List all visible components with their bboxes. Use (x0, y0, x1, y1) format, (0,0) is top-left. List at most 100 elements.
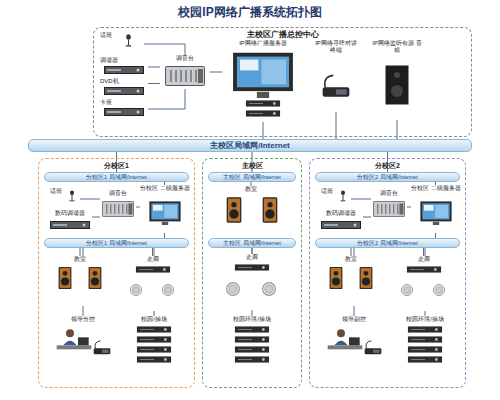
server-icon (246, 100, 280, 106)
mixer-icon (166, 67, 205, 86)
area-node: 教室 (212, 186, 290, 234)
branch-campus-icons (402, 285, 413, 296)
server-icon (246, 110, 280, 116)
branch-campus-icons (149, 201, 180, 225)
branch-campus-icons (136, 266, 170, 272)
branch-campus-icons (322, 190, 452, 362)
area-node: 校园/操场 (120, 316, 188, 378)
node-label: 话筒 (50, 188, 80, 195)
area-node: 教室 (321, 256, 381, 306)
mixer-icon (166, 67, 205, 86)
node-label: 校园环境/操场 (391, 316, 459, 323)
connector-line (148, 67, 160, 68)
monitor-speaker-icon (386, 66, 409, 105)
connector-line (80, 199, 100, 200)
node-label: 分校区1 局域网/Internet (86, 240, 147, 246)
node-label: 教室 (212, 186, 290, 193)
branch-campus-icons (51, 222, 90, 229)
connector-line (351, 248, 352, 256)
device-node: DVD机 (100, 78, 148, 98)
control-center-box: 主校区广播总控中心话筒调谐器DVD机卡座调音台IP网络广播服务器IP网络寻呼对讲… (93, 27, 472, 137)
branch-campus-icons (59, 267, 72, 289)
node-label: 主校区 (203, 159, 301, 170)
server-icon (233, 53, 293, 98)
branch-campus-icons (94, 341, 111, 354)
rack-device-icon (105, 88, 144, 95)
node-label: IP网络监听有源 音箱 (372, 40, 422, 54)
branch-campus-icons (365, 341, 382, 354)
branch-campus-icons (420, 201, 451, 225)
branch-campus-icons (70, 190, 75, 200)
branch-campus-icons (408, 326, 442, 332)
main-campus-icons (227, 197, 278, 362)
branch-campus-icons (408, 336, 442, 342)
node-label: 领导分控 (48, 316, 118, 323)
connector-line (80, 248, 81, 256)
device-node: IP网络广播服务器 (222, 40, 304, 122)
network-band: 分校区1 局域网/Internet (44, 238, 189, 248)
campus-zone: 分校区2 分校区2 局域网/Internet 话筒数码调谐器 调音台分校区 二级服务器… (309, 158, 466, 388)
main-campus-icons (235, 336, 269, 342)
node-label: 走廊 (212, 254, 292, 261)
main-campus-icons (235, 356, 269, 362)
node-label: 分校区2 (310, 159, 465, 170)
main-campus-icons (235, 346, 269, 352)
branch-campus-icons (408, 346, 442, 352)
node-label: 分校区 二级服务器 (411, 185, 461, 192)
node-label: 卡座 (100, 99, 148, 106)
node-label: 分校区1 (39, 159, 194, 170)
device-node: 数码调谐器 (48, 210, 92, 232)
node-label: 教室 (321, 256, 381, 263)
paging-terminal-icon (323, 75, 350, 96)
area-node: 走廊 (391, 256, 456, 311)
device-node: 数码调谐器 (319, 210, 363, 232)
node-label: 主校区广播总控中心 (94, 28, 471, 40)
device-node: 话筒 (50, 188, 80, 208)
branch-campus-icons (137, 326, 171, 332)
branch-campus-icons (137, 336, 171, 342)
branch-campus-icons (137, 356, 171, 362)
node-label: 调音台 (100, 190, 136, 197)
node-label: 数码调谐器 (319, 210, 363, 217)
area-node: 校园环境/操场 (391, 316, 459, 378)
node-label: 调音台 (371, 190, 407, 197)
rack-device-icon (105, 67, 144, 74)
diagram-title: 校园IP网络广播系统拓扑图 (0, 5, 500, 19)
branch-campus-icons (51, 190, 181, 362)
node-label: 数码调谐器 (48, 210, 92, 217)
network-band: 分校区2 局域网/Internet (315, 238, 460, 248)
device-node: 话筒 (321, 188, 351, 208)
microphone-icon (126, 34, 131, 46)
area-node: 校园环境/操场 (212, 316, 292, 378)
area-node: 走廊 (212, 254, 292, 310)
branch-campus-icons (360, 267, 373, 289)
node-label: 分校区 二级服务器 (140, 185, 190, 192)
rack-device-icon (105, 67, 144, 116)
campus-zone: 主校区主校区 局域网/Internet教室主校区 局域网/Internet走廊校… (202, 158, 302, 388)
rack-device-icon (105, 109, 144, 116)
monitor-speaker-icon (386, 66, 409, 105)
node-label: 走廊 (120, 256, 185, 263)
node-label: 教室 (50, 256, 110, 263)
node-label: 话筒 (321, 188, 351, 195)
connector-line (148, 89, 185, 109)
device-node: 调音台 (100, 190, 136, 224)
area-node: 走廊 (120, 256, 185, 311)
branch-campus-icons (102, 201, 133, 216)
campus-zone: 分校区1 分校区1 局域网/Internet 话筒数码调谐器 调音台分校区 二级服务器… (38, 158, 195, 388)
area-node: 领导副控 (319, 316, 389, 376)
branch-campus-icons (57, 329, 92, 349)
node-label: 分校区1 局域网/Internet (86, 174, 147, 180)
branch-campus-icons (434, 285, 445, 296)
node-label: 分校区2 局域网/Internet (357, 174, 418, 180)
main-campus-icons (235, 326, 269, 332)
device-node: 调音台 (160, 55, 210, 89)
network-band: 分校区1 局域网/Internet (44, 172, 189, 182)
paging-terminal-icon (323, 75, 350, 96)
node-label: 校园/操场 (120, 316, 188, 323)
main-campus-icons (235, 264, 269, 270)
main-campus-icons (227, 197, 242, 222)
node-label: 调谐器 (100, 57, 148, 64)
branch-campus-icons (137, 346, 171, 352)
main-campus-icons (263, 197, 278, 222)
